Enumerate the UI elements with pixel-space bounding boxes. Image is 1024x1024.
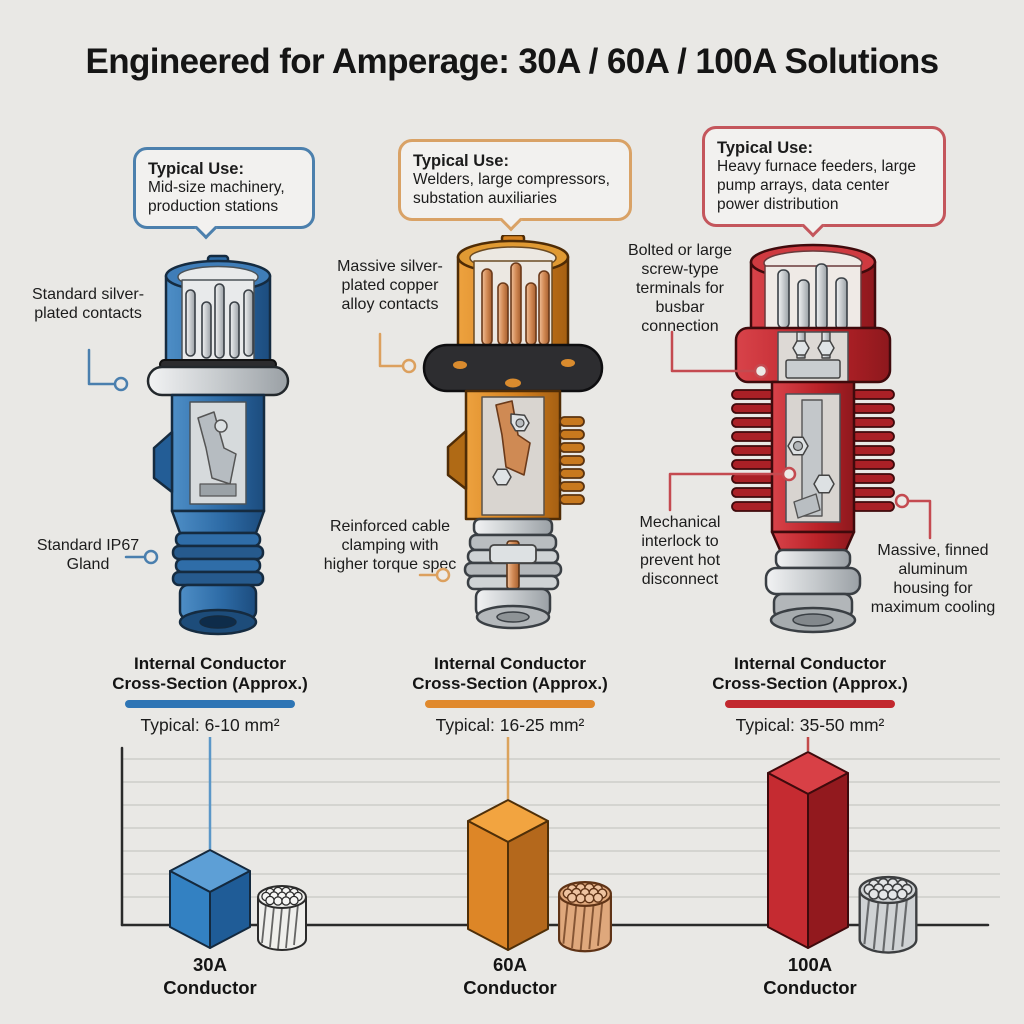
- leader-busbar-terminals: [670, 330, 769, 379]
- connector-100a-cutaway-illustration: [731, 243, 895, 634]
- annotation-busbar-terminals: Bolted or large screw-type terminals for…: [627, 242, 733, 335]
- typical-value-100a: Typical: 35-50 mm²: [735, 715, 885, 736]
- axis-label-30a-conductor: 30A Conductor: [163, 954, 257, 999]
- wire-bundle-icon-30a: [257, 885, 307, 951]
- axis-label-100a-conductor: 100A Conductor: [763, 954, 857, 999]
- wire-bundle-icon-60a: [558, 881, 612, 953]
- chart-drop-lines: [208, 737, 810, 849]
- leader-mechanical-interlock: [668, 466, 797, 512]
- typical-value-60a: Typical: 16-25 mm²: [435, 715, 585, 736]
- annotation-mechanical-interlock: Mechanical interlock to prevent hot disc…: [639, 514, 721, 588]
- leader-ip67-gland: [124, 549, 159, 565]
- annotation-cable-clamping: Reinforced cable clamping with higher to…: [323, 518, 457, 573]
- accent-underline-60a: [425, 700, 595, 709]
- callout-heading: Typical Use:: [717, 139, 813, 157]
- cross-section-block-60a: Internal Conductor Cross-Section (Approx…: [400, 654, 620, 736]
- cross-section-block-100a: Internal Conductor Cross-Section (Approx…: [700, 654, 920, 736]
- connector-30a-cutaway-illustration: [146, 254, 290, 636]
- page-title: Engineered for Amperage: 30A / 60A / 100…: [85, 42, 939, 81]
- accent-underline-100a: [725, 700, 895, 709]
- leader-cable-clamping: [418, 567, 451, 583]
- typical-use-callout-60a: Typical Use: Welders, large compressors,…: [398, 139, 632, 232]
- cross-section-heading: Internal Conductor Cross-Section (Approx…: [412, 654, 608, 694]
- chart-gridlines: [122, 758, 1000, 898]
- bar-30a: [169, 849, 251, 949]
- chart-axes: [120, 746, 990, 927]
- accent-underline-30a: [125, 700, 295, 709]
- callout-heading: Typical Use:: [413, 152, 509, 170]
- cross-section-heading: Internal Conductor Cross-Section (Approx…: [112, 654, 308, 694]
- callout-heading: Typical Use:: [148, 160, 244, 178]
- bar-60a: [467, 799, 549, 951]
- annotation-finned-housing: Massive, finned aluminum housing for max…: [870, 542, 996, 616]
- cross-section-block-30a: Internal Conductor Cross-Section (Approx…: [100, 654, 320, 736]
- leader-finned-housing: [894, 493, 932, 540]
- axis-label-60a-conductor: 60A Conductor: [463, 954, 557, 999]
- leader-copper-contacts: [378, 332, 417, 374]
- typical-value-30a: Typical: 6-10 mm²: [140, 715, 280, 736]
- leader-lines: [87, 330, 932, 583]
- callout-body: Mid-size machinery, production stations: [148, 179, 285, 216]
- callout-body: Heavy furnace feeders, large pump arrays…: [717, 158, 917, 213]
- annotation-standard-contacts: Standard silver-plated contacts: [31, 286, 145, 322]
- annotation-copper-alloy-contacts: Massive silver-plated copper alloy conta…: [337, 258, 443, 313]
- typical-use-callout-30a: Typical Use: Mid-size machinery, product…: [133, 147, 315, 240]
- leader-standard-contacts: [87, 348, 129, 392]
- callout-body: Welders, large compressors, substation a…: [413, 171, 610, 208]
- cross-section-heading: Internal Conductor Cross-Section (Approx…: [712, 654, 908, 694]
- annotation-ip67-gland: Standard IP67 Gland: [36, 537, 140, 573]
- wire-bundle-icon-100a: [858, 875, 918, 954]
- connector-60a-cutaway-illustration: [422, 235, 604, 630]
- typical-use-callout-100a: Typical Use: Heavy furnace feeders, larg…: [702, 126, 946, 238]
- bar-100a: [767, 751, 849, 949]
